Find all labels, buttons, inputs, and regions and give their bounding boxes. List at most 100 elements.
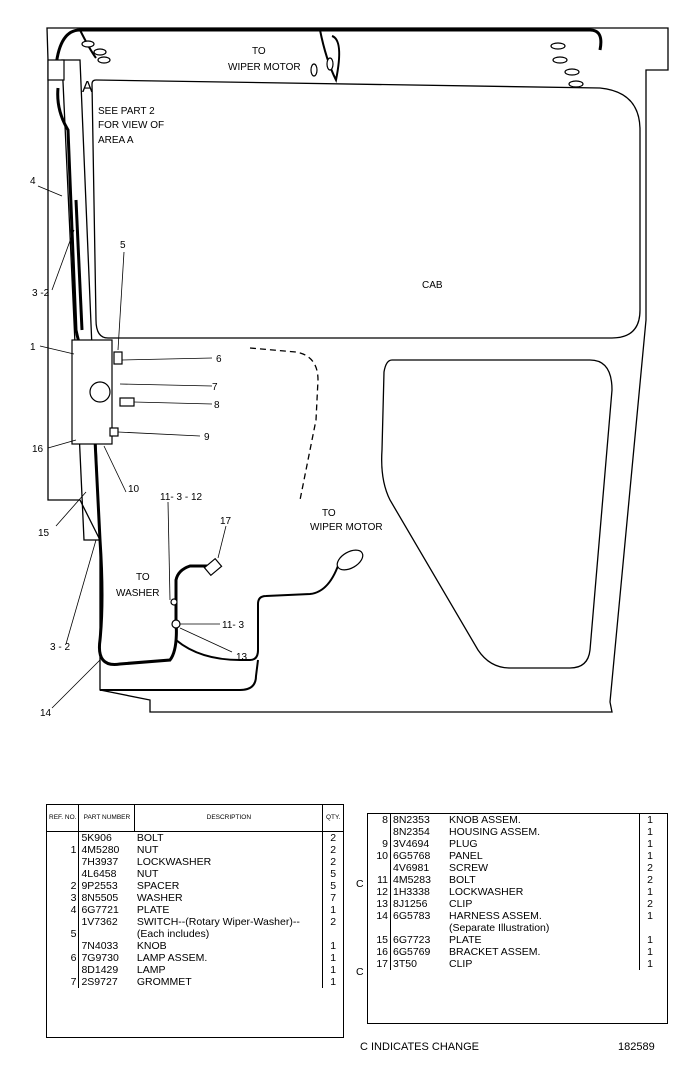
qty-cell [639, 922, 660, 934]
callout-10: 10 [128, 484, 140, 495]
ref-no-cell: 9 [382, 838, 388, 850]
ref-no-cell: 3 [70, 892, 77, 904]
description-cell: KNOB [136, 940, 167, 952]
description-cell: NUT [136, 844, 159, 856]
part-number-cell: 7G9730 [78, 952, 135, 964]
description-cell: BOLT [136, 832, 164, 844]
door-panel-edge [249, 347, 319, 501]
part-number-cell [78, 928, 135, 940]
callout-3-2-upper: 3 -2 [32, 288, 50, 299]
switch-part-6 [113, 351, 123, 365]
harness-top [54, 28, 603, 67]
label-to-wiper-top-2: WIPER MOTOR [228, 62, 301, 73]
connector-1 [81, 40, 95, 48]
part-number-cell: 3V4694 [390, 838, 447, 850]
ref-no-cell [47, 832, 79, 845]
part-number-cell: 4V6981 [390, 862, 447, 874]
part-number-cell: 1H3338 [390, 886, 447, 898]
label-see-part-3: AREA A [98, 135, 134, 146]
part-number-cell: 8N2354 [390, 826, 447, 838]
qty-cell: 1 [639, 886, 660, 898]
ref-no-cell [47, 856, 79, 868]
description-cell: BOLT [449, 874, 476, 886]
ref-no-cell [368, 862, 391, 874]
ref-no-cell: 6 [70, 952, 77, 964]
part-number-cell: 4M5283 [390, 874, 447, 886]
parts-table-left: REF. NO. PART NUMBER DESCRIPTION QTY. 5K… [46, 804, 344, 1038]
connector-wiper-1 [310, 63, 318, 77]
description-cell: SWITCH--(Rotary Wiper-Washer)-- [136, 916, 300, 928]
ref-no-cell [368, 922, 391, 934]
washer-connector-17 [203, 557, 223, 577]
wiring-diagram: TO WIPER MOTOR A SEE PART 2 FOR VIEW OF … [30, 27, 669, 719]
harness-bottom-loop [100, 659, 259, 691]
qty-cell: 1 [639, 910, 660, 922]
qty-cell: 1 [322, 964, 343, 976]
qty-cell: 5 [322, 880, 343, 892]
ref-no-cell: 14 [376, 910, 388, 922]
ref-no-cell: 17 [376, 958, 388, 970]
label-see-part-1: SEE PART 2 [98, 106, 155, 117]
description-cell: (Each includes) [136, 928, 210, 940]
callout-1: 1 [30, 342, 36, 353]
ref-no-cell: 10 [376, 850, 388, 862]
ref-no-cell: 1 [70, 844, 77, 856]
qty-cell: 2 [322, 916, 343, 928]
harness-lower-route [175, 559, 341, 661]
label-see-part-2: FOR VIEW OF [98, 120, 164, 131]
description-cell: SCREW [449, 862, 489, 874]
qty-cell: 1 [322, 952, 343, 964]
part-number-cell: 6G5769 [390, 946, 447, 958]
description-cell: BRACKET ASSEM. [449, 946, 541, 958]
ref-no-cell [47, 964, 79, 976]
label-area-a: A [82, 79, 93, 96]
part-number-cell: 4M5280 [78, 844, 135, 856]
qty-cell: 1 [322, 904, 343, 916]
header-part-number: PART NUMBER [78, 805, 136, 832]
qty-cell: 1 [639, 958, 660, 970]
connector-r1 [550, 42, 566, 50]
part-number-cell: 9P2553 [78, 880, 135, 892]
table-row: 5(Each includes) [47, 928, 343, 940]
qty-cell: 1 [639, 814, 660, 826]
connector-2 [93, 48, 107, 56]
description-cell: WASHER [136, 892, 183, 904]
part-number-cell: 6G7721 [78, 904, 135, 916]
part-number-cell: 4L6458 [78, 868, 135, 880]
connector-r4 [568, 80, 584, 88]
change-mark: C [356, 878, 364, 890]
label-to-washer-1: TO [136, 572, 150, 583]
part-number-cell: 3T50 [390, 958, 447, 970]
switch-part-9 [109, 427, 119, 437]
callout-11-3-12: 11- 3 - 12 [160, 492, 202, 503]
part-number-cell: 7N4033 [78, 940, 135, 952]
callout-9: 9 [204, 432, 210, 443]
callout-14: 14 [40, 708, 52, 719]
callout-11-3: 11- 3 [222, 620, 244, 631]
callout-16: 16 [32, 444, 44, 455]
description-cell: NUT [136, 868, 159, 880]
qty-cell: 5 [322, 868, 343, 880]
callout-7: 7 [212, 382, 218, 393]
part-number-cell: 1V7362 [78, 916, 135, 928]
ref-no-cell: 7 [70, 976, 77, 988]
description-cell: PLATE [449, 934, 482, 946]
connector-3 [97, 56, 111, 64]
callout-4: 4 [30, 176, 36, 187]
qty-cell: 2 [639, 874, 660, 886]
